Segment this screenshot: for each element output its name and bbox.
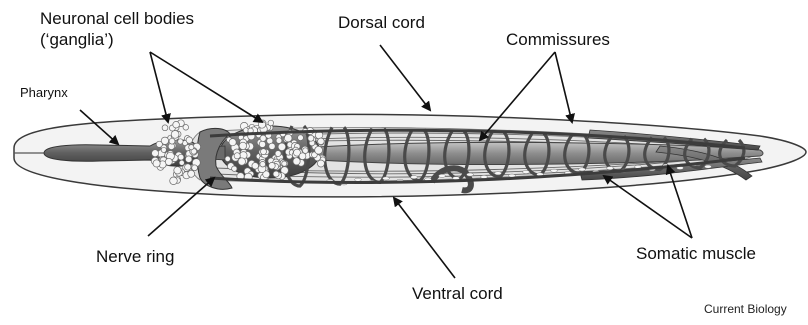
ganglion-cell-body: [273, 171, 279, 177]
ganglion-cell-body: [171, 131, 179, 139]
ganglion-cell-body: [188, 170, 195, 177]
label-dorsal-cord: Dorsal cord: [338, 13, 425, 33]
ganglion-cell-body: [225, 156, 230, 161]
ganglion-cell-body: [165, 158, 172, 165]
ganglion-cell-body: [258, 121, 265, 128]
ganglion-cell-body: [318, 138, 325, 145]
ganglion-cell-body: [185, 156, 192, 163]
ganglion-cell-body: [317, 160, 324, 167]
ganglion-cell-body: [162, 125, 168, 131]
ganglion-cell-body: [252, 163, 259, 170]
ganglion-cell-body: [238, 158, 245, 165]
ganglion-cell-body: [170, 177, 178, 185]
ganglion-cell-body: [161, 147, 166, 152]
ventral-cell-body: [495, 172, 502, 175]
arrow-dorsal-cord: [380, 45, 430, 110]
ganglion-cell-body: [299, 153, 306, 160]
ganglion-cell-body: [229, 139, 236, 146]
ganglion-cell-body: [178, 139, 183, 144]
arrow-ventral-cord: [394, 198, 455, 278]
ganglion-cell-body: [185, 164, 191, 170]
ganglion-cell-body: [261, 149, 267, 155]
ventral-cell-body: [355, 178, 362, 181]
arrow-muscle-1: [604, 176, 692, 238]
ganglion-cell-body: [186, 137, 192, 143]
ganglion-cell-body: [298, 135, 304, 141]
ganglion-cell-body: [308, 135, 314, 141]
ganglion-cell-body: [174, 167, 181, 174]
label-ganglia-line2: (‘ganglia’): [40, 30, 114, 50]
ventral-cell-body: [383, 177, 390, 180]
ganglion-cell-body: [275, 151, 281, 157]
ganglion-cell-body: [303, 148, 309, 154]
ganglion-cell-body: [178, 154, 184, 160]
ganglion-cell-body: [173, 121, 180, 128]
ganglion-cell-body: [239, 142, 246, 149]
ventral-cell-body: [705, 165, 712, 168]
ganglion-cell-body: [234, 153, 240, 159]
ganglion-cell-body: [293, 158, 300, 165]
ganglion-cell-body: [269, 143, 275, 149]
ganglion-cell-body: [259, 141, 265, 147]
ganglion-cell-body: [260, 135, 266, 141]
figure-credit: Current Biology: [704, 303, 787, 317]
ventral-cell-body: [411, 176, 418, 179]
ventral-cell-body: [481, 175, 488, 178]
arrow-commissures-2: [555, 52, 572, 122]
ganglion-cell-body: [152, 150, 159, 157]
ganglion-cell-body: [282, 161, 287, 166]
ganglion-cell-body: [169, 138, 175, 144]
ventral-cell-body: [439, 174, 446, 177]
ganglion-cell-body: [260, 161, 266, 167]
ganglion-cell-body: [315, 146, 323, 154]
ganglion-cell-body: [268, 120, 274, 126]
label-ventral-cord: Ventral cord: [412, 284, 503, 304]
ganglion-cell-body: [192, 165, 198, 171]
ganglion-cell-body: [269, 162, 276, 169]
ganglion-cell-body: [153, 160, 160, 167]
ganglion-cell-body: [276, 138, 282, 144]
label-commissures: Commissures: [506, 30, 610, 50]
ganglion-cell-body: [278, 143, 286, 151]
ganglion-cell-body: [179, 160, 184, 165]
ganglion-cell-body: [232, 166, 237, 171]
ventral-cell-body: [523, 170, 530, 173]
label-somatic-muscle: Somatic muscle: [636, 244, 756, 264]
arrow-ganglia-2: [150, 52, 262, 122]
ganglion-cell-body: [156, 141, 162, 147]
label-ganglia-line1: Neuronal cell bodies: [40, 9, 194, 29]
label-pharynx: Pharynx: [20, 86, 68, 101]
label-nerve-ring: Nerve ring: [96, 247, 174, 267]
ventral-cell-body: [551, 169, 558, 172]
ventral-cell-body: [579, 168, 586, 171]
ventral-cell-body: [467, 173, 474, 176]
ganglion-cell-body: [189, 145, 194, 150]
ventral-cell-body: [607, 167, 614, 170]
